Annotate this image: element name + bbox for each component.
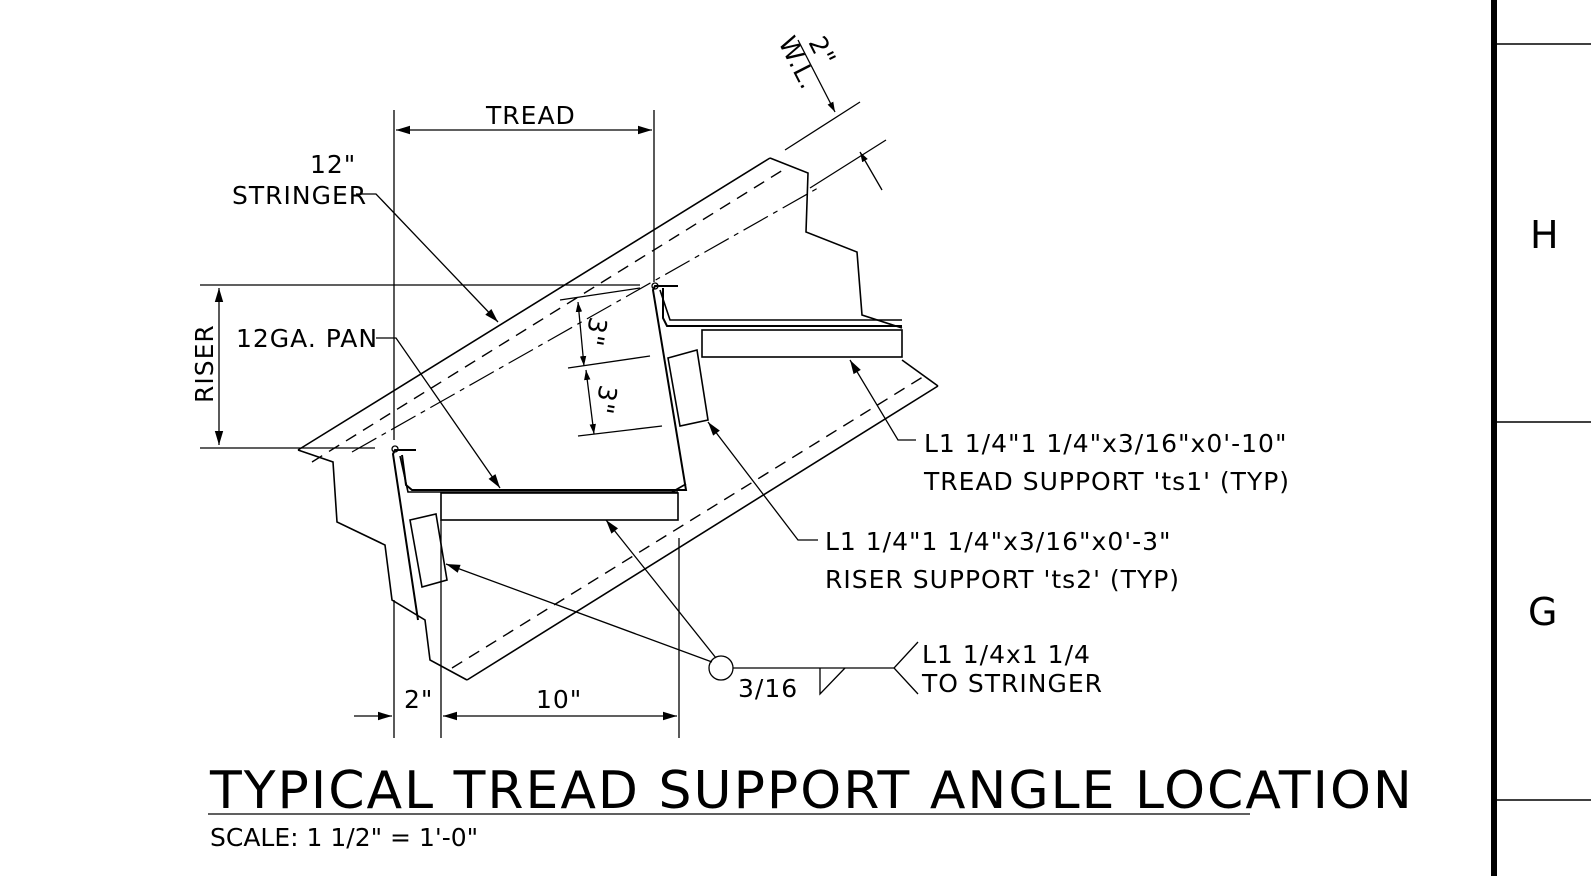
- pan-lower: [391, 445, 680, 621]
- angle-spacing-lower-text: 3": [589, 383, 623, 417]
- angle-spacing-dimensions: [559, 287, 663, 437]
- bottom-left-dimension-text: 2": [404, 685, 433, 714]
- tread-support-size-text: L1 1/4"1 1/4"x3/16"x0'-10": [924, 429, 1287, 458]
- stringer: [297, 157, 939, 681]
- title-block-border: [1491, 0, 1591, 876]
- zone-label-g: G: [1528, 590, 1557, 634]
- pan-upper: [441, 282, 902, 493]
- drawing-scale: SCALE: 1 1/2" = 1'-0": [210, 823, 478, 852]
- tread-dimension-text: TREAD: [485, 101, 576, 130]
- weld-size-text: 3/16: [738, 674, 798, 703]
- stringer-size-text: 12": [310, 150, 356, 179]
- tread-support-angle-upper: [701, 329, 903, 358]
- bottom-dimensions: [354, 520, 680, 738]
- weld-line-dimension: [784, 39, 887, 191]
- angle-spacing-upper-text: 3": [579, 315, 613, 349]
- tread-support-name-text: TREAD SUPPORT 'ts1' (TYP): [923, 467, 1290, 496]
- weld-note-line-1: L1 1/4x1 1/4: [922, 640, 1091, 669]
- riser-dimension-text: RISER: [190, 324, 219, 403]
- stringer-label: STRINGER: [232, 181, 367, 210]
- riser-support-name-text: RISER SUPPORT 'ts2' (TYP): [825, 565, 1180, 594]
- leaders: [356, 193, 919, 696]
- riser-support-angle-upper: [667, 348, 709, 427]
- riser-support-size-text: L1 1/4"1 1/4"x3/16"x0'-3": [825, 527, 1172, 556]
- riser-support-angle-lower: [409, 513, 448, 589]
- riser-dimension: [200, 284, 640, 449]
- tread-dimension: [393, 110, 655, 440]
- weld-note-line-2: TO STRINGER: [921, 669, 1103, 698]
- bottom-right-dimension-text: 10": [536, 685, 582, 714]
- zone-label-h: H: [1530, 213, 1559, 257]
- pan-label: 12GA. PAN: [236, 324, 378, 353]
- tread-support-angle-lower: [440, 492, 679, 521]
- drawing-title: TYPICAL TREAD SUPPORT ANGLE LOCATION: [209, 761, 1414, 821]
